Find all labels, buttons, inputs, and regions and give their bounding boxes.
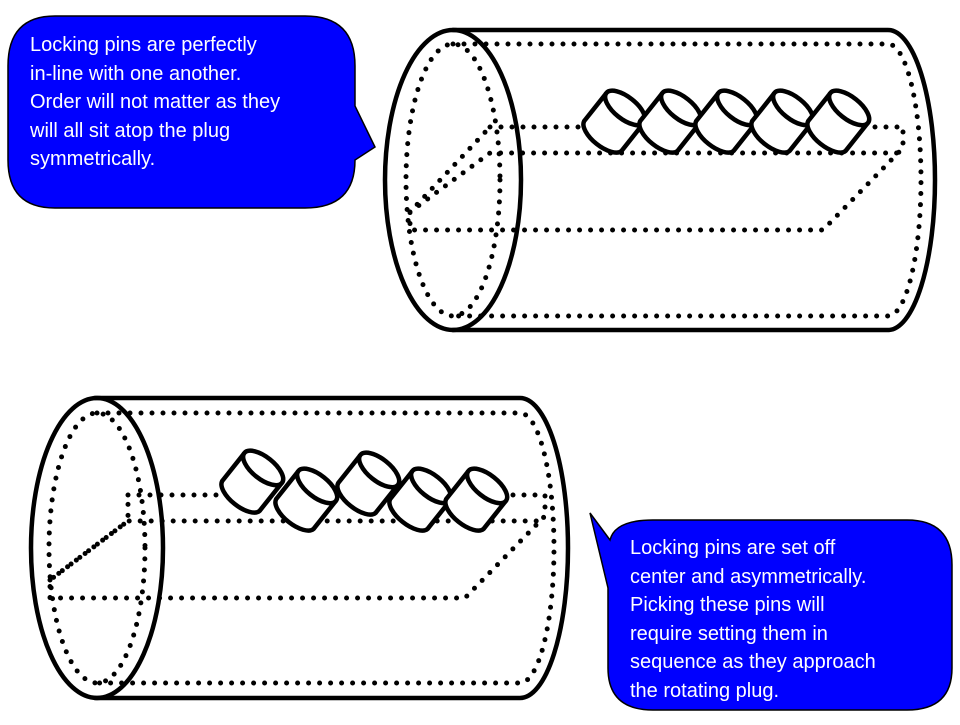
shear-plane-top [407, 124, 906, 233]
housing-outline-top [450, 27, 938, 333]
pin-body [805, 91, 870, 155]
pin-body [637, 91, 702, 155]
pin-end-face [826, 88, 872, 128]
pin-body [581, 91, 646, 155]
callout-top-line: symmetrically. [30, 148, 156, 170]
cylinder-top [382, 27, 938, 333]
pin-body [443, 469, 508, 533]
pin-end-face [356, 450, 402, 490]
callout-bottom-bubble [589, 512, 953, 711]
housing-front-face-top [382, 27, 524, 333]
pin-body [335, 453, 400, 517]
pin-end-face [240, 448, 286, 488]
callout-top-text: Locking pins are perfectly in-line with … [30, 31, 280, 174]
pins-bottom-group [219, 448, 510, 533]
housing-outline-bottom [92, 395, 571, 701]
callout-bottom-text: Locking pins are set off center and asym… [630, 534, 876, 705]
pin-end-face [464, 466, 510, 506]
callout-top-line: Locking pins are perfectly [30, 34, 257, 56]
cylinder-bottom [28, 395, 571, 701]
callout-bottom-line: sequence as they approach [630, 651, 876, 673]
callout-top-line: Order will not matter as they [30, 91, 281, 113]
callout-top-line: in-line with one another. [30, 62, 242, 85]
housing-inner-right-bottom [94, 410, 557, 686]
plug-back-edge-top [403, 41, 503, 319]
housing-front-face-bottom [28, 395, 166, 701]
pins-top-group [581, 88, 872, 155]
housing-inner-right-top [450, 41, 924, 319]
callout-bottom-line: Locking pins are set off [630, 537, 836, 559]
pin-body [693, 91, 758, 155]
pin-body [387, 469, 452, 533]
callout-top-line: will all sit atop the plug [30, 119, 231, 142]
plug-back-edge-bottom [46, 410, 148, 686]
pin-body [219, 451, 284, 515]
pin-body [273, 469, 338, 533]
callout-top-bubble [7, 15, 376, 209]
callout-bottom-line: require setting them in [630, 622, 828, 645]
callout-bottom-line: the rotating plug. [630, 679, 779, 702]
pin-body [749, 91, 814, 155]
pin-end-face [294, 466, 340, 506]
callout-bottom-line: center and asymmetrically. [630, 565, 867, 588]
callout-bottom-line: Picking these pins will [630, 594, 825, 616]
